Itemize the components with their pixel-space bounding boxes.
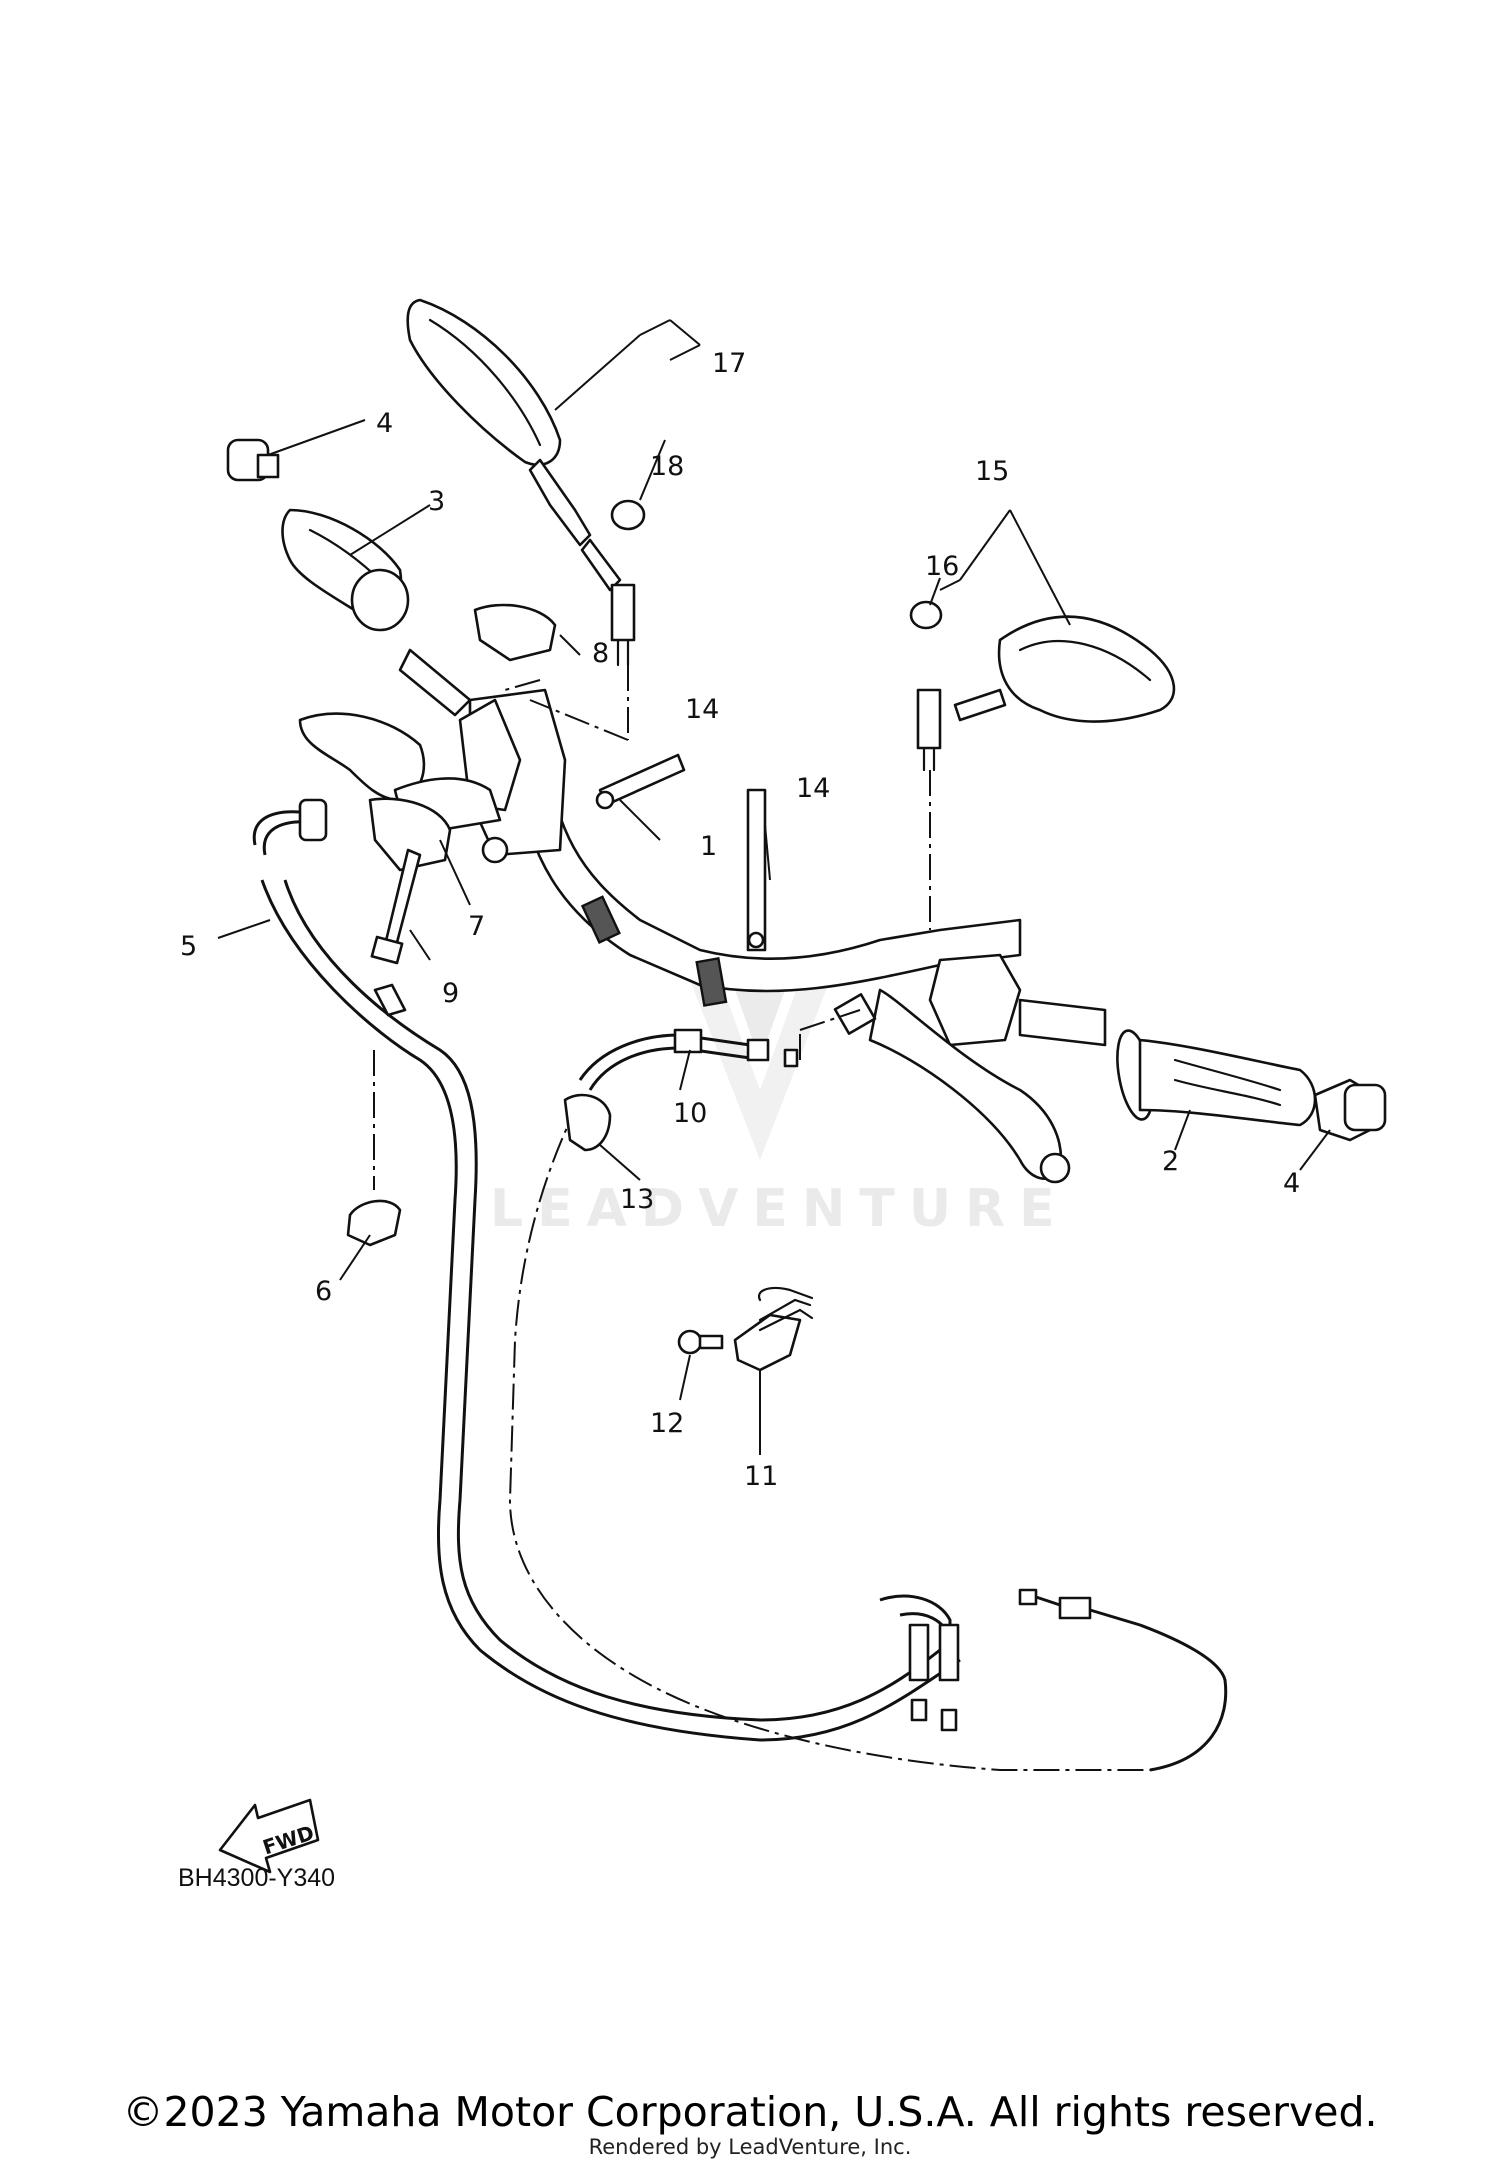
throttle-cable-5 [252,798,961,1742]
copyright-notice: ©2023 Yamaha Motor Corporation, U.S.A. A… [122,2088,1378,2136]
callout-16: 16 [925,551,959,582]
callout-8: 8 [592,638,609,669]
leader-lines [217,319,1331,1455]
callout-12: 12 [650,1408,684,1439]
right-mirror [916,615,1176,772]
callout-2: 2 [1162,1146,1179,1177]
left-grip [281,508,472,717]
callout-6: 6 [315,1276,332,1307]
callout-numbers: 1 2 3 4 4 5 6 7 8 9 10 11 12 13 14 14 15… [180,348,1300,1492]
clutch-cable-10 [508,1028,1150,1771]
callout-7: 7 [468,911,485,942]
mirror-cap-16 [909,600,943,630]
clamp-13 [563,1093,612,1152]
mirror-cap-18 [610,499,646,531]
callout-15: 15 [975,456,1009,487]
bolt-9 [370,848,422,965]
right-grip [1018,998,1317,1127]
bolt-12 [677,1329,724,1355]
callout-13: 13 [620,1184,654,1215]
holder-8 [473,603,557,662]
cable-ends [879,1588,1228,1772]
callout-1: 1 [700,831,717,862]
callout-14b: 14 [796,773,830,804]
callout-18: 18 [650,451,684,482]
band-14-left [595,753,686,810]
callout-5: 5 [180,931,197,962]
band-14-right [746,788,767,952]
watermark-text: LEADVENTURE [490,1179,1069,1239]
callout-4a: 4 [376,408,393,439]
holder-6 [346,1199,402,1247]
diagram-code: BH4300-Y340 [178,1864,336,1892]
bracket-11 [733,1286,814,1372]
callout-3: 3 [428,486,445,517]
callout-9: 9 [442,978,459,1009]
callout-4b: 4 [1283,1168,1300,1199]
callout-14a: 14 [685,694,719,725]
right-bar-end-weight [1313,1078,1387,1142]
callout-11: 11 [744,1461,778,1492]
fwd-arrow-icon: FWD [218,1798,320,1874]
callout-10: 10 [673,1098,707,1129]
holder-7 [368,797,452,872]
leadventure-watermark: LEADVENTURE [490,980,1069,1239]
rendered-by-credit: Rendered by LeadVenture, Inc. [588,2135,912,2159]
left-mirror [406,298,636,667]
left-bar-end-weight [226,438,280,482]
reference-lines [373,665,931,1190]
right-lever-assembly [833,953,1071,1184]
callout-17: 17 [712,348,746,379]
